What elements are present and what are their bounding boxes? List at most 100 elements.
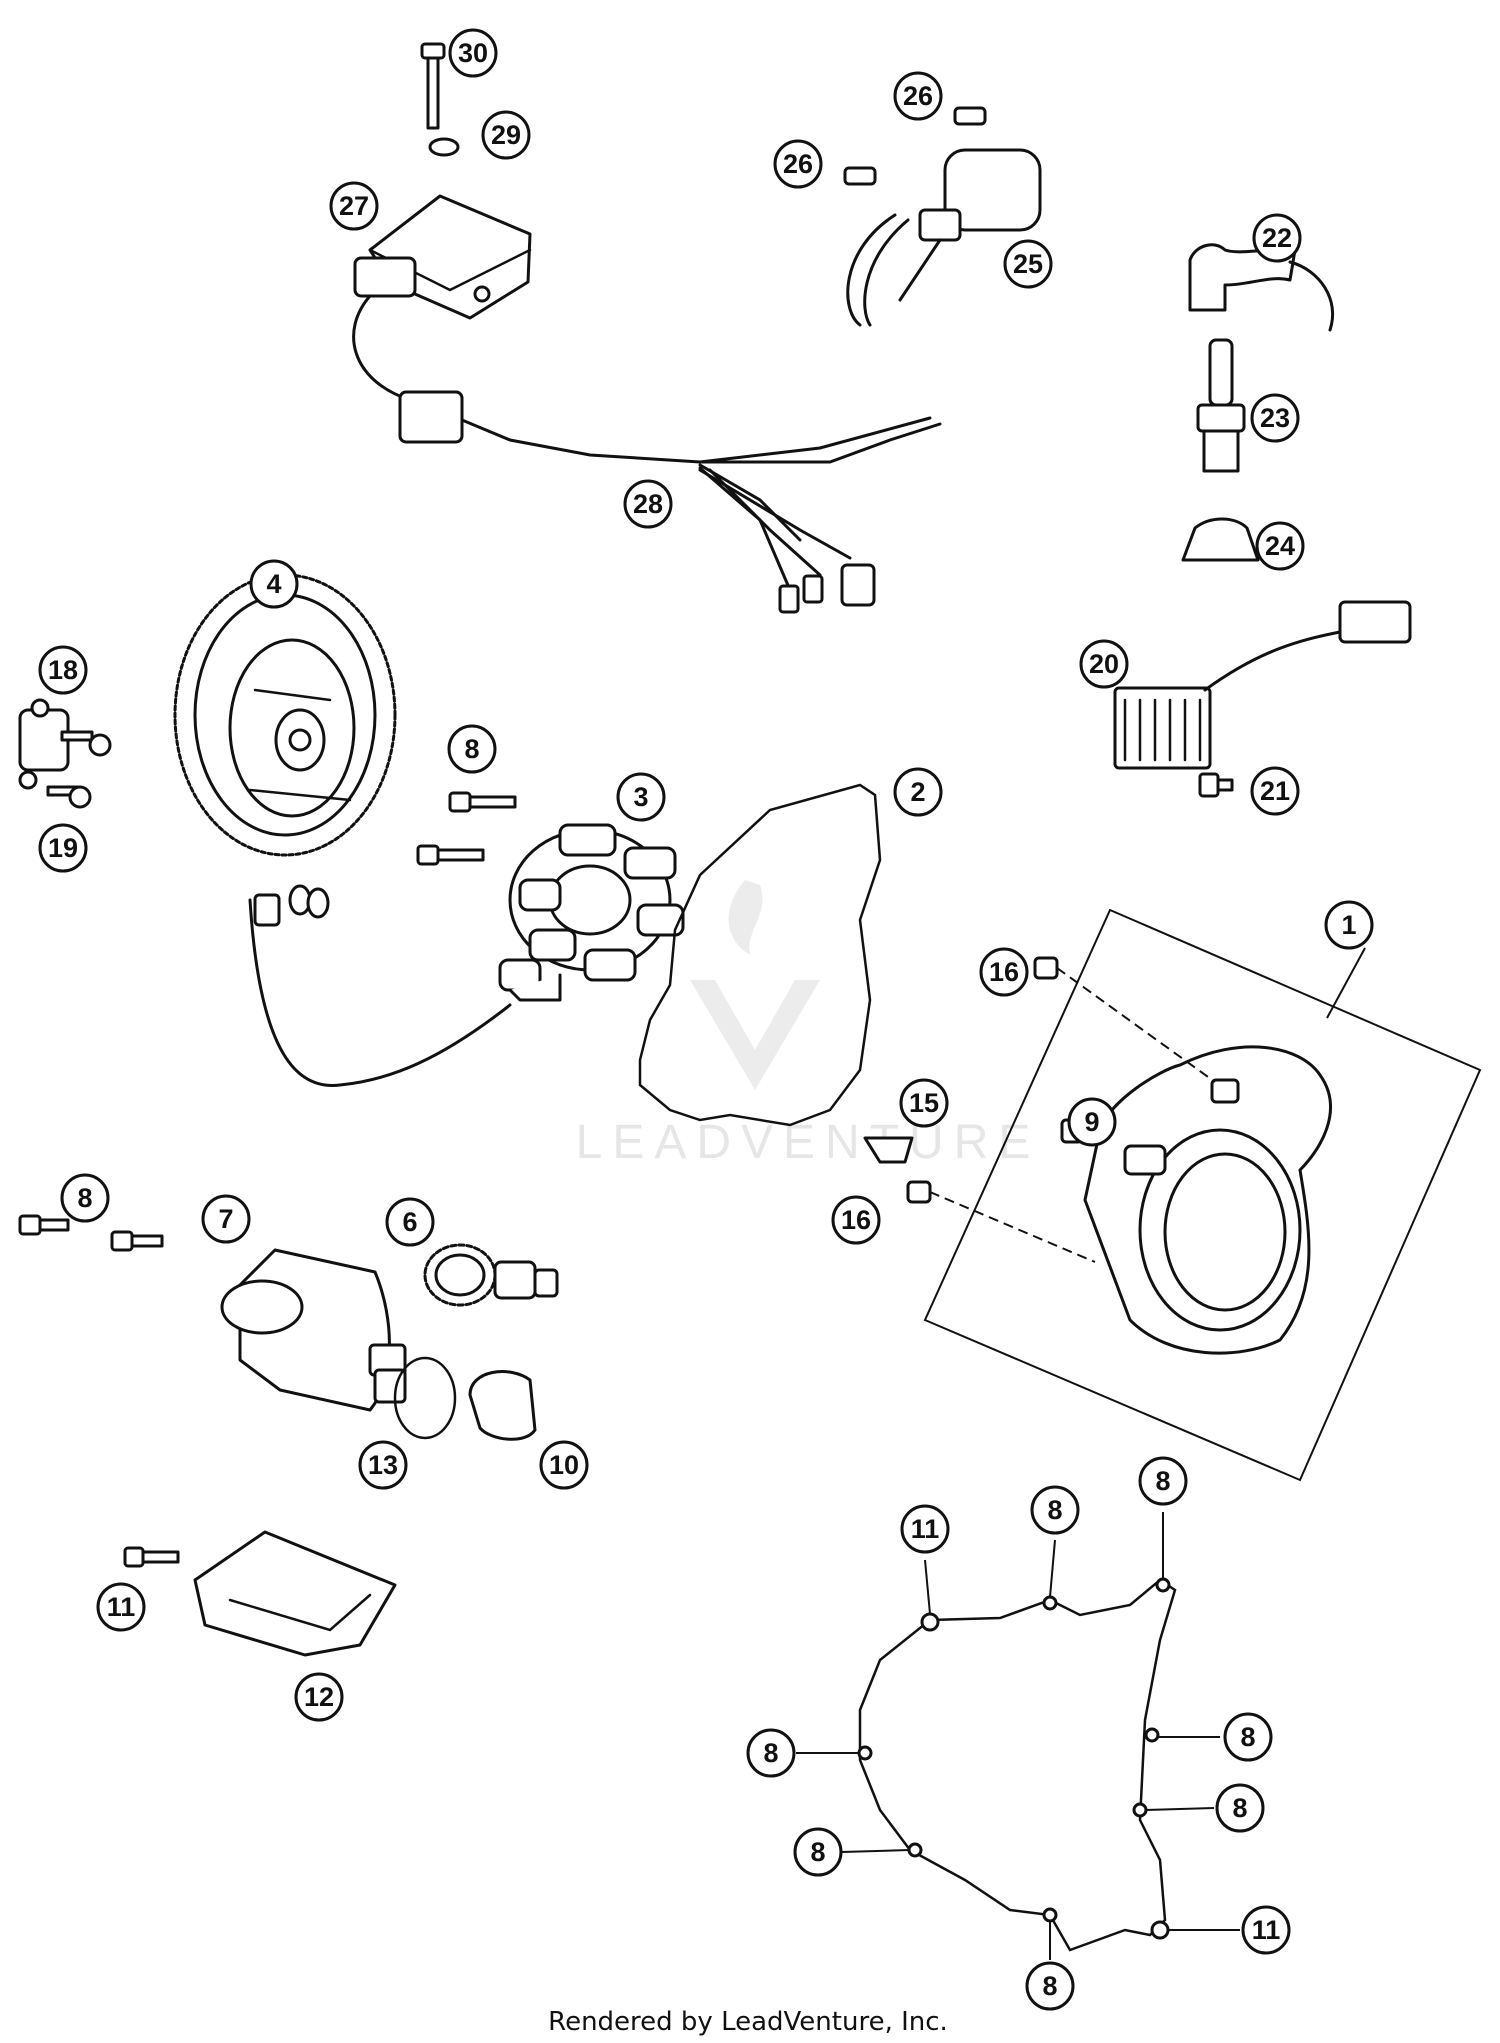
svg-text:11: 11 [107,1592,136,1622]
svg-text:10: 10 [549,1450,579,1480]
callout-8-gasket-e[interactable]: 8 [1215,1783,1265,1833]
svg-text:8: 8 [464,734,479,764]
svg-text:22: 22 [1262,223,1292,253]
svg-text:16: 16 [989,957,1019,987]
callout-1[interactable]: 1 [1324,900,1374,950]
callout-8-stator[interactable]: 8 [447,724,497,774]
callout-6[interactable]: 6 [385,1197,435,1247]
callout-16-bottom[interactable]: 16 [831,1195,881,1245]
gasket-holes [857,1577,1171,1940]
callout-8-gasket-a[interactable]: 8 [1030,1485,1080,1535]
callout-15[interactable]: 15 [899,1078,949,1128]
svg-text:11: 11 [1252,1915,1281,1945]
callout-8-starter[interactable]: 8 [60,1173,110,1223]
bushing-16-bottom [906,1180,932,1204]
ignition-cover-1 [923,908,1482,1482]
flywheel-4 [173,573,397,857]
callout-8-gasket-g[interactable]: 8 [1025,1961,1075,2011]
spark-plug-23 [1196,338,1246,473]
ignition-cover-gasket-2 [638,783,882,1127]
callout-8-gasket-b[interactable]: 8 [1138,1456,1188,1506]
bushing-16-top [1033,956,1059,980]
callout-27[interactable]: 27 [329,181,379,231]
callout-11-bolt[interactable]: 11 [96,1582,146,1632]
svg-text:8: 8 [763,1738,778,1768]
leader-16-top [1056,967,1216,1083]
footer-credit: Rendered by LeadVenture, Inc. [548,2007,948,2037]
svg-text:19: 19 [48,833,78,863]
callout-19[interactable]: 19 [38,823,88,873]
callout-3[interactable]: 3 [616,772,666,822]
starter-cover-12 [193,1530,397,1657]
svg-text:21: 21 [1260,776,1290,806]
callout-11-gasket-bottom[interactable]: 11 [1241,1905,1291,1955]
svg-text:3: 3 [633,782,648,812]
callout-13[interactable]: 13 [358,1440,408,1490]
svg-text:2: 2 [910,777,925,807]
callout-2[interactable]: 2 [893,767,943,817]
grommet-24 [1181,517,1260,562]
starter-drive-6 [423,1243,559,1307]
callout-8-gasket-c[interactable]: 8 [746,1728,796,1778]
svg-text:24: 24 [1265,531,1295,561]
spark-plug-cap-22 [1188,243,1335,332]
o-ring-13 [393,1356,457,1440]
svg-text:12: 12 [304,1682,334,1712]
callout-25[interactable]: 25 [1003,239,1053,289]
callout-26-left[interactable]: 26 [773,139,823,189]
callout-30[interactable]: 30 [448,28,498,78]
svg-text:8: 8 [1155,1466,1170,1496]
bolts-19 [46,730,112,809]
ignition-coil-25 [843,106,1042,327]
leader-16-bottom [929,1191,1096,1263]
regulator-rectifier-20 [1113,600,1412,770]
svg-text:18: 18 [48,655,78,685]
screw-30 [420,42,446,130]
svg-text:9: 9 [1084,1107,1099,1137]
svg-text:13: 13 [368,1450,398,1480]
svg-text:8: 8 [1232,1793,1247,1823]
svg-text:7: 7 [218,1204,233,1234]
callout-8-gasket-f[interactable]: 8 [793,1827,843,1877]
svg-text:26: 26 [903,81,933,111]
svg-text:8: 8 [1240,1722,1255,1752]
svg-text:6: 6 [402,1207,417,1237]
callout-23[interactable]: 23 [1250,393,1300,443]
pickup-sensor-18 [18,698,70,790]
starter-motor-7 [220,1248,407,1412]
wiring-harness-28 [352,294,942,614]
callout-24[interactable]: 24 [1255,521,1305,571]
callout-11-gasket-top[interactable]: 11 [900,1504,950,1554]
svg-text:11: 11 [911,1514,940,1544]
stator-bolts-8 [416,791,517,866]
leader-lines [796,947,1366,1960]
callout-20[interactable]: 20 [1079,639,1129,689]
callout-16-top[interactable]: 16 [979,947,1029,997]
callout-29[interactable]: 29 [481,110,531,160]
callout-26-top[interactable]: 26 [893,71,943,121]
svg-text:8: 8 [810,1837,825,1867]
svg-text:15: 15 [909,1088,939,1118]
svg-text:28: 28 [633,489,663,519]
callout-8-gasket-d[interactable]: 8 [1223,1712,1273,1762]
washer-29 [428,137,460,157]
callout-12[interactable]: 12 [294,1672,344,1722]
callout-21[interactable]: 21 [1250,766,1300,816]
svg-text:27: 27 [339,191,369,221]
callout-22[interactable]: 22 [1252,213,1302,263]
callout-18[interactable]: 18 [38,645,88,695]
callout-7[interactable]: 7 [201,1194,251,1244]
svg-text:8: 8 [77,1183,92,1213]
starter-bolts-8 [18,1214,164,1252]
svg-text:16: 16 [841,1205,871,1235]
callout-28[interactable]: 28 [623,479,673,529]
cdi-unit-27 [353,194,532,320]
svg-text:8: 8 [1047,1495,1062,1525]
callout-4[interactable]: 4 [249,559,299,609]
callout-9[interactable]: 9 [1067,1097,1117,1147]
callout-10[interactable]: 10 [539,1440,589,1490]
svg-text:1: 1 [1341,910,1356,940]
svg-text:8: 8 [1042,1971,1057,2001]
svg-text:30: 30 [458,38,488,68]
